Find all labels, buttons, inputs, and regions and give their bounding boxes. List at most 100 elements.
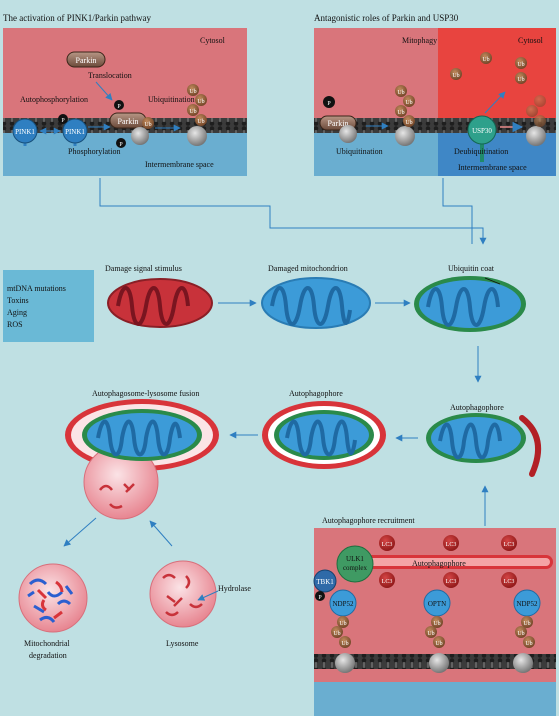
- svg-text:Parkin: Parkin: [328, 119, 349, 128]
- svg-text:Ub: Ub: [427, 631, 434, 637]
- ulk1-complex: [336, 545, 374, 583]
- svg-text:P: P: [318, 595, 322, 601]
- svg-text:ROS: ROS: [7, 320, 23, 329]
- pink1-parkin-panel: The activation of PINK1/Parkin pathway C…: [3, 13, 247, 176]
- svg-text:LC3: LC3: [382, 579, 393, 585]
- svg-text:Ub: Ub: [435, 641, 442, 647]
- svg-text:LC3: LC3: [504, 579, 515, 585]
- svg-text:Parkin: Parkin: [118, 117, 139, 126]
- mitophagy-label: Mitophagy: [402, 36, 437, 45]
- svg-text:Toxins: Toxins: [7, 296, 29, 305]
- recruitment-panel: Autophagophore recruitment Autophagophor…: [313, 516, 556, 716]
- svg-text:P: P: [61, 118, 65, 124]
- svg-text:TBK1: TBK1: [316, 578, 334, 586]
- ubiquitination-label: Ubiquitination: [148, 95, 195, 104]
- phosphorylation-label: Phosphorylation: [68, 147, 120, 156]
- svg-text:Ub: Ub: [397, 90, 404, 96]
- svg-text:Parkin: Parkin: [76, 56, 97, 65]
- cytosol-label: Cytosol: [200, 36, 226, 45]
- svg-text:Ub: Ub: [197, 99, 204, 105]
- cytosol-label-2: Cytosol: [518, 36, 544, 45]
- svg-text:ULK1: ULK1: [346, 555, 364, 563]
- svg-text:Ub: Ub: [144, 122, 151, 128]
- svg-text:Ub: Ub: [525, 641, 532, 647]
- svg-text:P: P: [117, 104, 121, 110]
- ims-label-2: Intermembrane space: [458, 163, 527, 172]
- autophagophore-forming: [426, 413, 541, 477]
- svg-text:NDP52: NDP52: [332, 600, 354, 608]
- phospho-p: [58, 114, 68, 124]
- svg-text:Ub: Ub: [517, 631, 524, 637]
- svg-text:NDP52: NDP52: [516, 600, 538, 608]
- svg-text:Ub: Ub: [482, 57, 489, 63]
- svg-text:P: P: [119, 142, 123, 148]
- svg-text:LC3: LC3: [504, 542, 515, 548]
- tbk1: [313, 569, 337, 593]
- svg-text:P: P: [327, 101, 331, 107]
- svg-text:LC3: LC3: [446, 542, 457, 548]
- pink1-phosphorylated: [62, 118, 88, 144]
- autophosphorylation-label: Autophosphorylation: [20, 95, 88, 104]
- damaged-mito-label: Damaged mitochondrion: [268, 264, 348, 273]
- ub-chain-middle: Ub Ub Ub: [425, 616, 449, 673]
- svg-text:Ub: Ub: [197, 119, 204, 125]
- svg-text:Ub: Ub: [523, 621, 530, 627]
- ubiquitin-coat-label: Ubiquitin coat: [448, 264, 495, 273]
- svg-text:Ub: Ub: [517, 77, 524, 83]
- lysosome-label: Lysosome: [166, 639, 199, 648]
- parkin-free: [66, 51, 106, 68]
- svg-text:Ub: Ub: [405, 100, 412, 106]
- healthy-mitochondrion: [261, 277, 371, 329]
- svg-text:Ub: Ub: [433, 621, 440, 627]
- svg-text:Ub: Ub: [339, 621, 346, 627]
- degraded-lysosome: [18, 563, 88, 633]
- degradation-line1: Mitochondrial: [24, 639, 71, 648]
- pink1-panel-title: The activation of PINK1/Parkin pathway: [3, 13, 151, 23]
- svg-text:Ub: Ub: [333, 631, 340, 637]
- lysosome: [149, 560, 217, 628]
- parkin-usp30-panel: Antagonistic roles of Parkin and USP30 M…: [314, 13, 556, 176]
- damage-signal-label: Damage signal stimulus: [105, 264, 182, 273]
- autophagophore-mid-label: Autophagophore: [289, 389, 343, 398]
- recruitment-title: Autophagophore recruitment: [322, 516, 415, 525]
- substrate-protein: [131, 127, 149, 145]
- ubiquitin-coated-mitochondrion: [414, 276, 526, 332]
- svg-text:Ub: Ub: [397, 110, 404, 116]
- ub-chain-right: Ub Ub Ub: [513, 616, 535, 673]
- svg-text:USP30: USP30: [472, 127, 492, 135]
- svg-text:Aging: Aging: [7, 308, 27, 317]
- stimuli-box: mtDNA mutations Toxins Aging ROS: [3, 270, 94, 342]
- damaged-mitochondrion: [107, 278, 213, 328]
- autophagosome: [262, 401, 386, 469]
- svg-text:Ub: Ub: [189, 89, 196, 95]
- svg-text:Ub: Ub: [189, 109, 196, 115]
- usp30-protein: [467, 115, 497, 145]
- deubiquitination-label: Deubiquitination: [454, 147, 508, 156]
- svg-text:Ub: Ub: [405, 120, 412, 126]
- svg-text:mtDNA mutations: mtDNA mutations: [7, 284, 66, 293]
- ub-chain-left: Ub Ub Ub: [331, 616, 355, 673]
- svg-text:Ub: Ub: [452, 73, 459, 79]
- ubiquitination-label-2: Ubiquitination: [336, 147, 383, 156]
- svg-text:Autophagophore: Autophagophore: [412, 559, 466, 568]
- autophagophore-right-label: Autophagophore: [450, 403, 504, 412]
- svg-text:PINK1: PINK1: [15, 128, 35, 136]
- svg-text:LC3: LC3: [446, 579, 457, 585]
- fusion-label: Autophagosome-lysosome fusion: [92, 389, 199, 398]
- ims-label: Intermembrane space: [145, 160, 214, 169]
- ubiquitinated-substrate: [187, 126, 207, 146]
- svg-text:PINK1: PINK1: [65, 128, 85, 136]
- autolysosome: [65, 399, 219, 520]
- svg-text:LC3: LC3: [382, 542, 393, 548]
- svg-text:OPTN: OPTN: [428, 600, 446, 608]
- svg-text:complex: complex: [343, 564, 368, 572]
- svg-text:Ub: Ub: [517, 62, 524, 68]
- hydrolase-label: Hydrolase: [218, 584, 251, 593]
- translocation-label: Translocation: [88, 71, 132, 80]
- degradation-line2: degradation: [29, 651, 67, 660]
- svg-text:Ub: Ub: [341, 641, 348, 647]
- pink1-protein: [12, 118, 38, 144]
- usp30-panel-title: Antagonistic roles of Parkin and USP30: [314, 13, 459, 23]
